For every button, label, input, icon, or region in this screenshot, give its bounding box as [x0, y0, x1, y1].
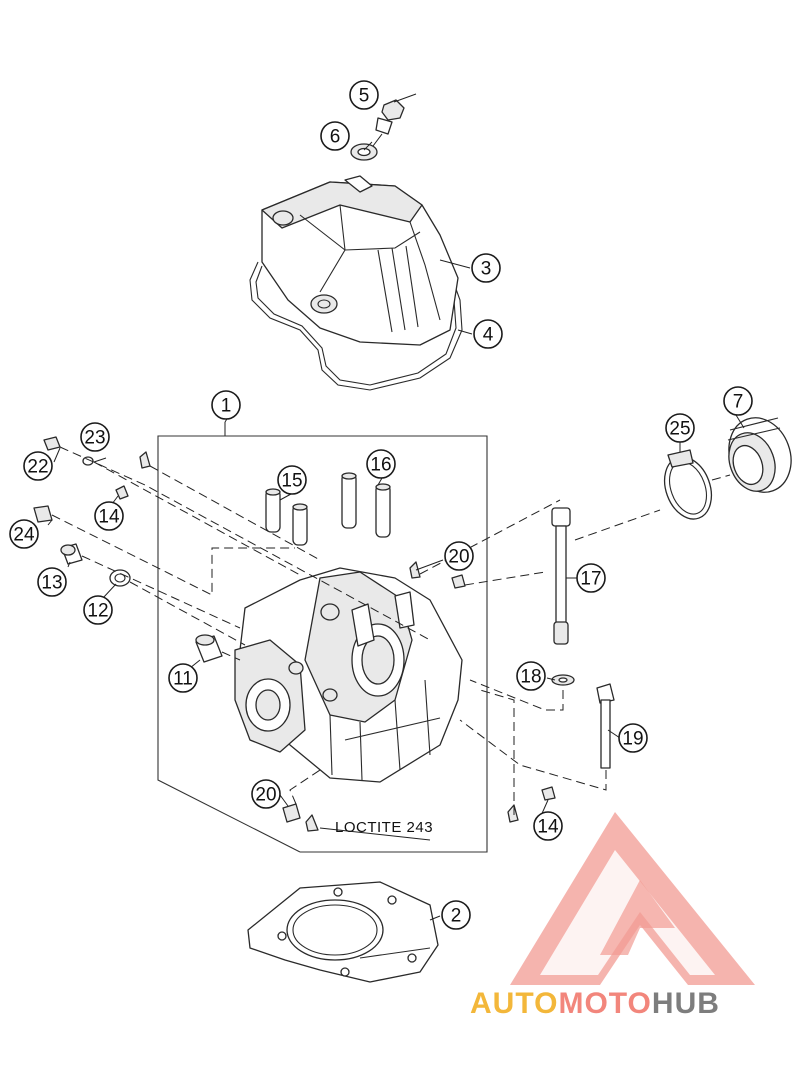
callout-12: 12: [83, 595, 113, 625]
callout-14-right: 14: [533, 811, 563, 841]
svg-text:19: 19: [622, 729, 643, 750]
watermark-text-auto: AUTO: [470, 987, 558, 1020]
watermark-text: AUTOMOTOHUB: [470, 987, 720, 1020]
valve-guides: [265, 472, 391, 546]
valve-cover: [261, 175, 459, 346]
callout-15: 15: [277, 465, 307, 495]
callout-25: 25: [665, 413, 695, 443]
svg-text:16: 16: [370, 455, 391, 476]
head-gasket: [247, 881, 439, 983]
callout-4: 4: [473, 319, 503, 349]
callout-16: 16: [366, 449, 396, 479]
svg-text:12: 12: [87, 601, 108, 622]
callout-7: 7: [723, 386, 753, 416]
svg-text:4: 4: [483, 325, 494, 346]
loctite-note: LOCTITE 243: [335, 819, 433, 836]
assembly-frame: [157, 422, 488, 853]
svg-text:3: 3: [481, 259, 492, 280]
callout-2: 2: [441, 900, 471, 930]
svg-text:17: 17: [580, 569, 601, 590]
callout-11: 11: [168, 663, 198, 693]
intake-flange-clamp: [663, 417, 792, 520]
watermark-text-hub: HUB: [652, 987, 720, 1020]
callout-13: 13: [37, 567, 67, 597]
callout-23: 23: [80, 422, 110, 452]
watermark-text-moto: MOTO: [558, 987, 651, 1020]
callout-14-left: 14: [94, 501, 124, 531]
valve-cover-gasket: [249, 261, 463, 391]
callout-19: 19: [618, 723, 648, 753]
watermark-logo: [510, 812, 755, 985]
cylinder-head: [234, 567, 463, 783]
cover-washer: [350, 143, 378, 161]
svg-text:25: 25: [669, 419, 690, 440]
svg-text:23: 23: [84, 428, 105, 449]
svg-text:14: 14: [98, 507, 120, 528]
svg-text:7: 7: [733, 392, 744, 413]
svg-text:20: 20: [255, 785, 276, 806]
svg-text:6: 6: [330, 127, 341, 148]
dowel-sleeve: [195, 634, 223, 663]
svg-text:13: 13: [41, 573, 62, 594]
callout-3: 3: [471, 253, 501, 283]
callout-17: 17: [576, 563, 606, 593]
callout-20-lower: 20: [251, 779, 281, 809]
long-bolts: [551, 507, 615, 769]
svg-text:24: 24: [13, 525, 35, 546]
svg-text:20: 20: [448, 547, 469, 568]
callout-1: 1: [211, 390, 241, 420]
callout-20-upper: 20: [444, 541, 474, 571]
svg-text:22: 22: [27, 457, 48, 478]
callout-22: 22: [23, 451, 53, 481]
svg-text:2: 2: [451, 906, 462, 927]
svg-text:1: 1: [221, 396, 232, 417]
callout-18: 18: [516, 661, 546, 691]
callout-5: 5: [349, 80, 379, 110]
svg-text:11: 11: [173, 669, 193, 690]
left-small-parts: [33, 436, 556, 832]
cover-screw: [369, 93, 417, 151]
svg-text:15: 15: [281, 471, 302, 492]
svg-text:14: 14: [537, 817, 559, 838]
svg-text:5: 5: [359, 86, 370, 107]
callout-24: 24: [9, 519, 39, 549]
leader-lines: [47, 141, 745, 921]
callout-6: 6: [320, 121, 350, 151]
svg-text:18: 18: [520, 667, 541, 688]
